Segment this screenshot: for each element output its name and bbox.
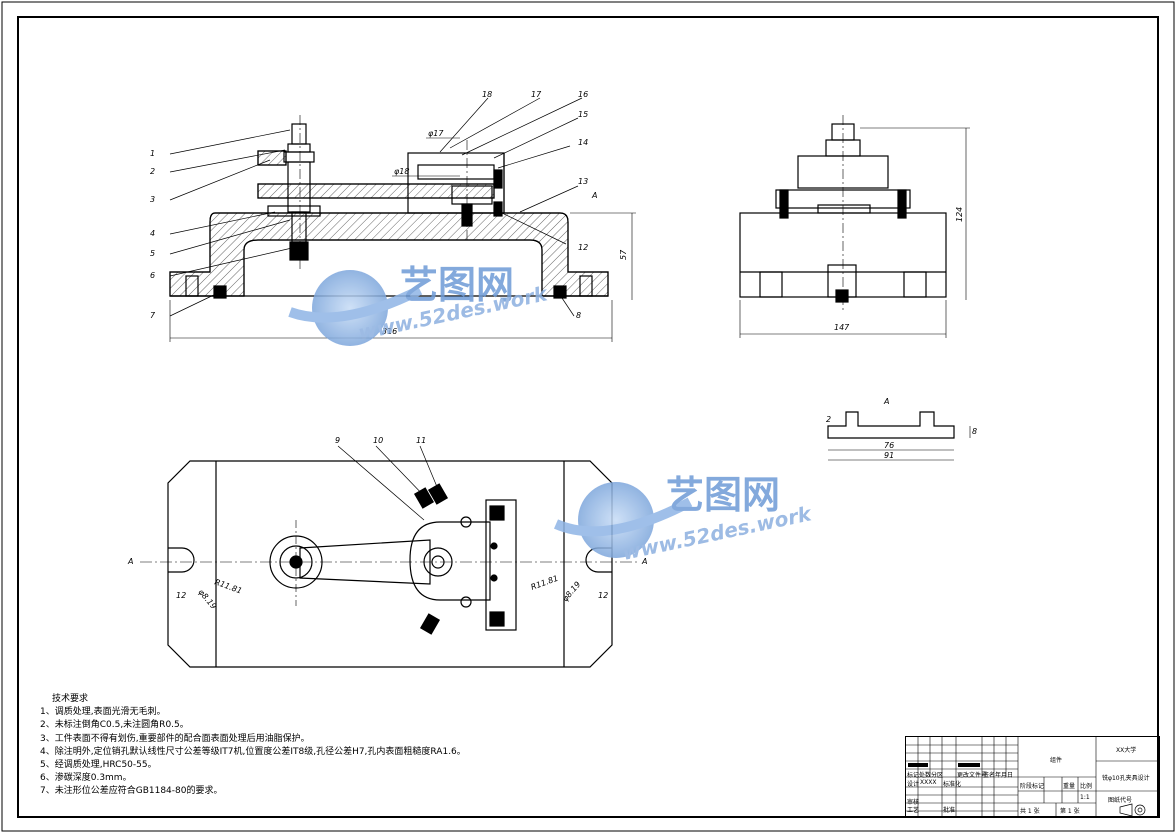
section-mark-a: A xyxy=(591,191,597,200)
requirement-item: 4、除注明外,定位销孔默认线性尺寸公差等级IT7机,位置度公差IT8级,孔径公差… xyxy=(40,746,466,757)
tb-sheet-total: 共 1 张 xyxy=(1020,808,1040,815)
tb-scale-value: 1:1 xyxy=(1080,794,1090,801)
detail-dim-2: 2 xyxy=(826,415,831,424)
leader-label-2: 2 xyxy=(150,167,155,176)
tb-row-label: 年月日 xyxy=(995,772,1014,779)
detail-dim-76: 76 xyxy=(884,441,894,450)
tb-design-title: 铣φ10孔夹具设计 xyxy=(1102,775,1150,782)
leader-label-12: 12 xyxy=(578,243,588,252)
leader-label-1: 1 xyxy=(150,149,155,158)
leader-lines-top xyxy=(337,445,441,521)
tb-sheet-no: 第 1 张 xyxy=(1060,808,1080,815)
leader-label-14: 14 xyxy=(578,138,588,147)
top-dim-r11-left: R11.81 xyxy=(213,577,243,595)
watermark-upper: 艺图网 www.52des.work xyxy=(288,263,551,346)
tb-process-label: 工艺 xyxy=(907,807,920,814)
tb-row-label: 签名 xyxy=(983,772,996,779)
tb-stage-label: 阶段标记 xyxy=(1020,783,1045,790)
title-block-grid xyxy=(906,737,1159,817)
leader-label-10: 10 xyxy=(373,436,383,445)
leader-label-13: 13 xyxy=(578,177,588,186)
top-view xyxy=(140,460,640,668)
requirement-item: 6、渗碳深度0.3mm。 xyxy=(40,773,132,784)
tb-school: XX大学 xyxy=(1116,747,1137,754)
leader-label-8: 8 xyxy=(576,311,581,320)
side-view xyxy=(739,115,970,338)
dim-316: 316 xyxy=(382,327,397,336)
dim-124: 124 xyxy=(955,207,964,222)
detail-mark-a: A xyxy=(883,397,889,406)
title-block: 组件 XX大学 铣φ10孔夹具设计 图纸代号 阶段标记 重量 比例 1:1 共 … xyxy=(905,736,1160,818)
detail-dim-91: 91 xyxy=(884,451,894,460)
dim-phi18: φ18 xyxy=(394,167,409,176)
top-dim-12-left: 12 xyxy=(176,591,186,600)
technical-requirements: 技术要求 1、调质处理,表面光滑无毛刺。 2、未标注倒角C0.5,未注圆角R0.… xyxy=(40,693,466,799)
tb-row-label: 处数 xyxy=(919,772,932,779)
tb-design-label: 设计 xyxy=(907,781,920,788)
svg-text:艺图网: 艺图网 xyxy=(400,263,514,307)
front-section-view xyxy=(169,115,636,342)
watermark-lower: 艺图网 www.52des.work xyxy=(553,473,815,565)
tb-drawing-number: 图纸代号 xyxy=(1108,797,1133,804)
tb-standard-label: 标准化 xyxy=(943,781,962,788)
leader-label-3: 3 xyxy=(150,195,155,204)
requirement-item: 7、未注形位公差应符合GB1184-80的要求。 xyxy=(40,786,223,797)
leader-label-11: 11 xyxy=(416,436,426,445)
tb-row-label: 更改文件号 xyxy=(957,772,988,779)
leader-label-17: 17 xyxy=(531,90,542,99)
leader-label-5: 5 xyxy=(150,249,155,258)
tb-weight-label: 重量 xyxy=(1063,783,1076,790)
leader-lines-front xyxy=(169,97,583,317)
requirement-item: 1、调质处理,表面光滑无毛刺。 xyxy=(40,707,166,718)
top-dim-12-right: 12 xyxy=(598,591,608,600)
tb-approve-label: 批准 xyxy=(943,807,956,814)
top-section-mark-left: A xyxy=(127,557,133,566)
top-dim-phi-left: φ8.19 xyxy=(196,588,218,611)
top-dim-r11-right: R11.81 xyxy=(530,574,560,592)
tb-design-value: XXXX xyxy=(920,779,937,786)
tb-row-label: 标记 xyxy=(907,772,920,779)
leader-label-16: 16 xyxy=(578,90,588,99)
svg-text:艺图网: 艺图网 xyxy=(666,473,780,517)
top-section-mark-right: A xyxy=(641,557,647,566)
detail-view xyxy=(827,411,971,461)
tb-review-label: 审核 xyxy=(907,799,920,806)
sheet-inner-border xyxy=(17,16,1159,818)
requirement-item: 2、未标注倒角C0.5,未注圆角R0.5。 xyxy=(40,720,189,731)
projection-symbol-icon xyxy=(1119,803,1146,817)
dim-phi17: φ17 xyxy=(428,129,444,138)
tb-scale-label: 比例 xyxy=(1080,783,1093,790)
leader-label-7: 7 xyxy=(150,311,156,320)
tb-part-name: 组件 xyxy=(1050,757,1063,764)
technical-requirements-title: 技术要求 xyxy=(52,694,89,704)
dim-57: 57 xyxy=(619,249,628,260)
detail-dim-8: 8 xyxy=(972,427,977,436)
requirement-item: 5、经调质处理,HRC50-55。 xyxy=(40,760,157,771)
dim-147: 147 xyxy=(834,323,850,332)
leader-label-4: 4 xyxy=(150,229,155,238)
requirement-item: 3、工件表面不得有划伤,重要部件的配合面表面处理后用油脂保护。 xyxy=(40,733,310,744)
leader-label-18: 18 xyxy=(482,90,492,99)
leader-label-15: 15 xyxy=(578,110,588,119)
leader-label-6: 6 xyxy=(150,271,155,280)
tb-row-label: 分区 xyxy=(931,772,944,779)
leader-label-9: 9 xyxy=(335,436,340,445)
